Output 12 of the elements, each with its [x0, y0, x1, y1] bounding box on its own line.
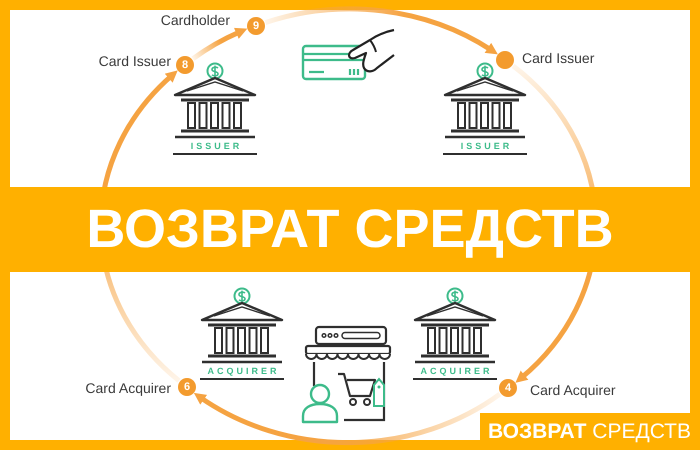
- step-label: Cardholder: [160, 12, 230, 28]
- bank-caption: ACQUIRER: [413, 365, 497, 380]
- step-label: Card Acquirer: [530, 382, 616, 398]
- bank-caption: ISSUER: [173, 140, 257, 155]
- step-label: Card Issuer: [98, 53, 171, 69]
- arrow: [191, 28, 248, 61]
- step-label: Card Issuer: [522, 50, 594, 66]
- bank-caption: ACQUIRER: [200, 365, 284, 380]
- step-label: Card Acquirer: [85, 380, 171, 396]
- arrow: [264, 6, 498, 54]
- bank-caption: ISSUER: [443, 140, 527, 155]
- arrow: [194, 392, 502, 445]
